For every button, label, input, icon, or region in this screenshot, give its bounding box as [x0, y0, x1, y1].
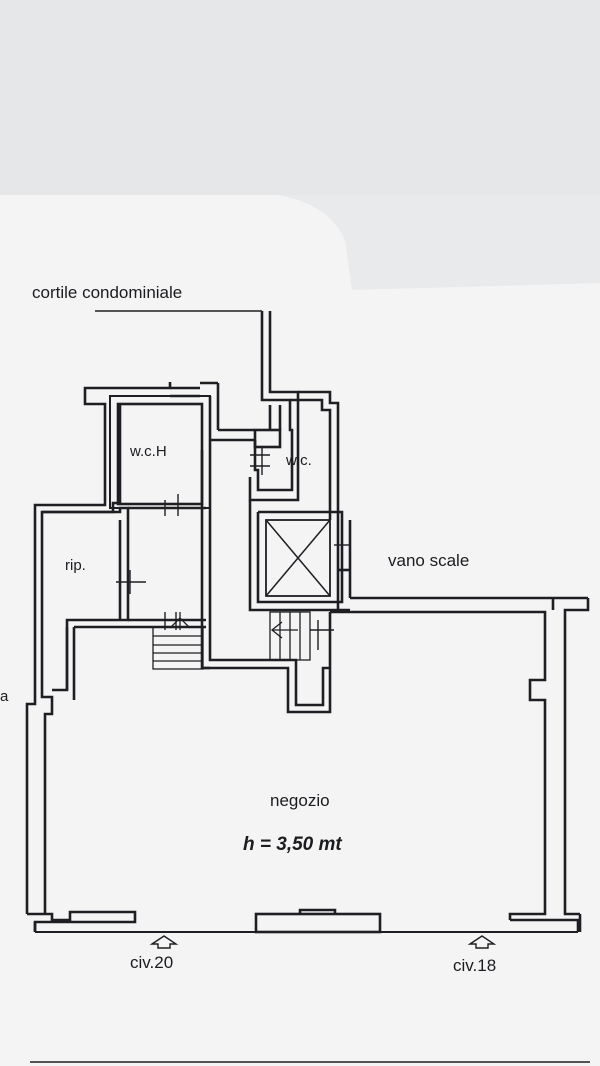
- entrance-arrow-right: [467, 935, 497, 949]
- left-inner-wall: [40, 404, 122, 914]
- storage-label: rip.: [65, 557, 86, 574]
- shop-window: [254, 912, 382, 934]
- upper-background: [0, 0, 600, 195]
- stairwell-wall: [248, 500, 350, 612]
- shop-label: negozio: [270, 791, 330, 810]
- height-label: h = 3,50 mt: [243, 834, 342, 855]
- left-outer-wall: [25, 382, 172, 914]
- entrance-arrow-left: [149, 935, 179, 949]
- elevator-shaft: [265, 519, 331, 597]
- entrance-right-label: civ.18: [453, 956, 497, 975]
- shop-front: [27, 910, 137, 932]
- stairs-left: [152, 612, 204, 670]
- wc-room: [253, 311, 294, 492]
- corridor-wall-left-inner: [208, 440, 330, 707]
- stairwell-label: vano scale: [388, 551, 470, 570]
- stairs-right: [269, 611, 311, 661]
- wc-label: w.c.: [286, 452, 312, 469]
- door-marks: [116, 448, 350, 650]
- wch-label: w.c.H: [130, 443, 167, 460]
- courtyard-label: cortile condominiale: [32, 283, 183, 302]
- edge-left-label: a: [0, 688, 9, 705]
- entrance-left-label: civ.20: [130, 953, 174, 972]
